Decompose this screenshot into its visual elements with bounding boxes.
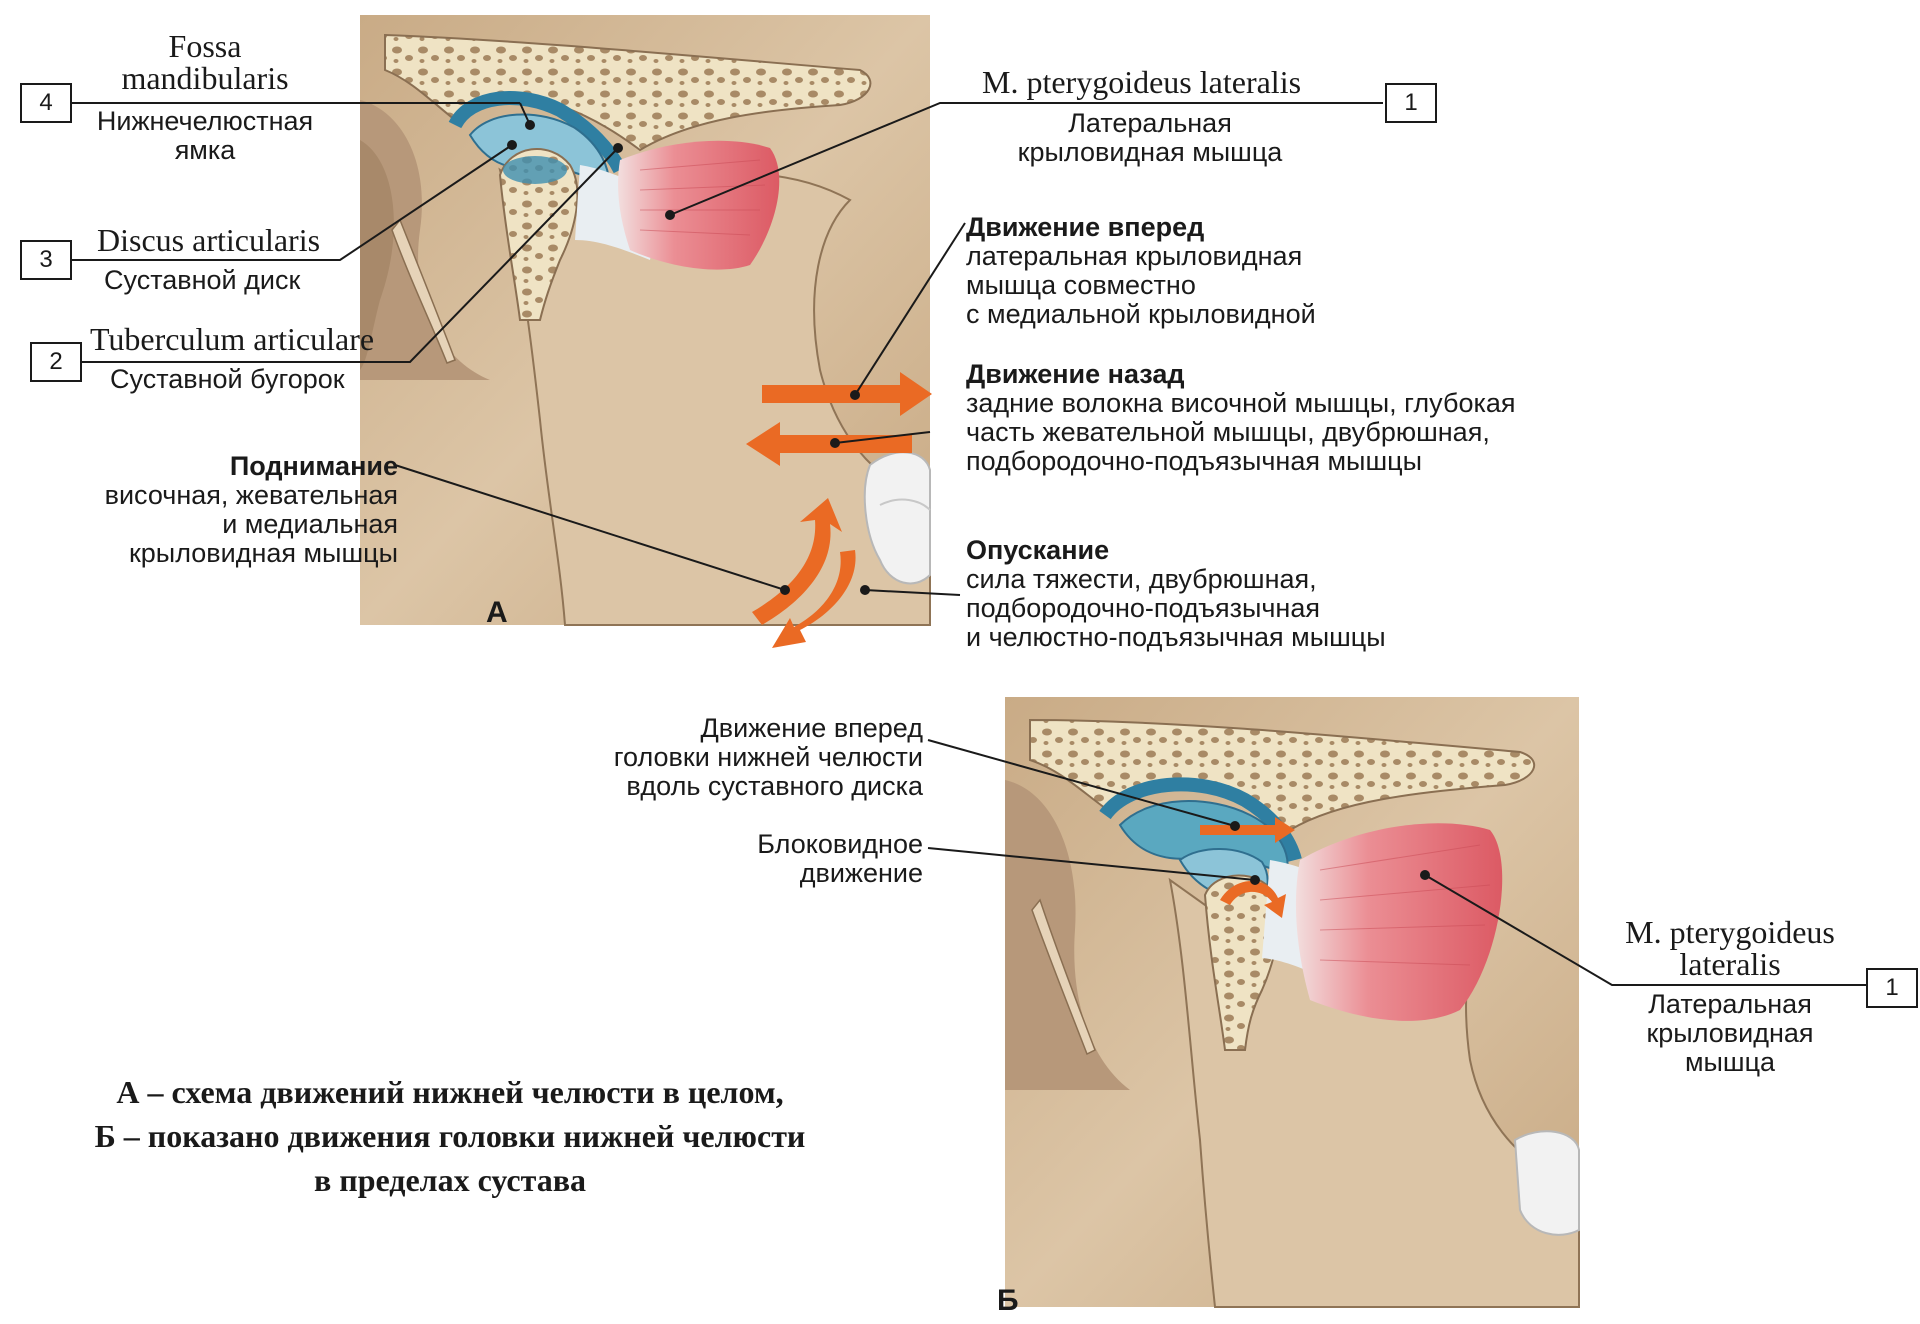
movement-raising-line2: и медиальная bbox=[222, 509, 398, 539]
movement-lowering-title: Опускание bbox=[966, 535, 1110, 565]
caption-line1: А – схема движений нижней челюсти в цело… bbox=[116, 1074, 784, 1110]
fossa-russian: Нижнечелюстная ямка bbox=[75, 107, 335, 165]
panel-a-illustration bbox=[360, 15, 931, 626]
pterygoideus-b-ru-line3: мышца bbox=[1684, 1047, 1776, 1077]
movement-raising: Поднимание височная, жевательная и медиа… bbox=[40, 452, 398, 568]
movement-raising-title: Поднимание bbox=[229, 451, 398, 481]
panel-b-letter: Б bbox=[997, 1284, 1019, 1317]
forward-glide-line3: вдоль суставного диска bbox=[626, 771, 923, 801]
pterygoideus-a-ru-line1: Латеральная bbox=[1068, 108, 1232, 138]
movement-lowering: Опускание сила тяжести, двубрюшная, подб… bbox=[966, 536, 1386, 652]
pterygoideus-b-ru-line1: Латеральная bbox=[1648, 989, 1812, 1019]
movement-forward: Движение вперед латеральная крыловидная … bbox=[966, 213, 1316, 329]
pterygoideus-latin-a: M. pterygoideus lateralis bbox=[982, 64, 1302, 100]
movement-backward-line2: часть жевательной мышцы, двубрюшная, bbox=[966, 417, 1490, 447]
forward-arrow bbox=[762, 372, 932, 416]
pterygoideus-b-latin-line2: lateralis bbox=[1679, 946, 1781, 982]
movement-raising-line1: височная, жевательная bbox=[104, 480, 398, 510]
leader-lines-b bbox=[927, 739, 1890, 986]
movement-lowering-line3: и челюстно-подъязычная мышцы bbox=[966, 622, 1386, 652]
tuberculum-latin: Tuberculum articulare bbox=[90, 321, 375, 357]
movement-forward-line2: мышца совместно bbox=[966, 270, 1196, 300]
movement-backward-title: Движение назад bbox=[966, 359, 1185, 389]
label-number-1-b: 1 bbox=[1866, 968, 1918, 1008]
panel-b-illustration bbox=[1005, 697, 1580, 1308]
hinge-arrow bbox=[1220, 880, 1286, 918]
label-number-1-a: 1 bbox=[1385, 83, 1437, 123]
movement-backward-line3: подбородочно-подъязычная мышцы bbox=[966, 446, 1422, 476]
label-number-4: 4 bbox=[20, 83, 72, 123]
movement-raising-line3: крыловидная мышцы bbox=[128, 538, 398, 568]
backward-arrow bbox=[746, 422, 912, 466]
movement-backward-line1: задние волокна височной мышцы, глубокая bbox=[966, 388, 1516, 418]
figure-caption: А – схема движений нижней челюсти в цело… bbox=[60, 1070, 840, 1202]
tuberculum-russian: Суставной бугорок bbox=[110, 364, 345, 394]
pterygoideus-latin-b: M. pterygoideus lateralis bbox=[1605, 916, 1855, 980]
movement-lowering-line2: подбородочно-подъязычная bbox=[966, 593, 1320, 623]
movement-forward-line3: с медиальной крыловидной bbox=[966, 299, 1316, 329]
movement-forward-line1: латеральная крыловидная bbox=[966, 241, 1303, 271]
fossa-ru-line2: ямка bbox=[174, 135, 236, 165]
pterygoideus-a-ru-line2: крыловидная мышца bbox=[1017, 137, 1283, 167]
hinge-movement-label: Блоковидное движение bbox=[640, 830, 923, 888]
glide-arrow bbox=[1200, 817, 1295, 843]
discus-latin: Discus articularis bbox=[97, 222, 321, 258]
raising-arrow bbox=[752, 498, 842, 625]
label-number-2: 2 bbox=[30, 342, 82, 382]
pterygoideus-b-latin-line1: M. pterygoideus bbox=[1625, 914, 1835, 950]
lowering-arrow bbox=[772, 550, 856, 648]
panel-a-letter: А bbox=[486, 596, 508, 629]
movement-forward-title: Движение вперед bbox=[966, 212, 1205, 242]
label-number-3: 3 bbox=[20, 240, 72, 280]
hinge-line2: движение bbox=[799, 858, 923, 888]
forward-glide-line1: Движение вперед bbox=[700, 713, 923, 743]
caption-line3: в пределах сустава bbox=[313, 1162, 587, 1198]
hinge-line1: Блоковидное bbox=[757, 829, 923, 859]
pterygoideus-russian-a: Латеральная крыловидная мышца bbox=[990, 109, 1310, 167]
movement-arrows-a bbox=[746, 372, 932, 648]
discus-russian: Суставной диск bbox=[104, 265, 301, 295]
fossa-latin: Fossa mandibularis bbox=[90, 30, 320, 94]
leader-lines-a bbox=[70, 102, 1383, 596]
forward-glide-label: Движение вперед головки нижней челюсти в… bbox=[540, 714, 923, 801]
fossa-latin-line1: Fossa bbox=[168, 28, 242, 64]
movement-backward: Движение назад задние волокна височной м… bbox=[966, 360, 1516, 476]
pterygoideus-russian-b: Латеральная крыловидная мышца bbox=[1605, 990, 1855, 1077]
fossa-latin-line2: mandibularis bbox=[121, 60, 289, 96]
movement-lowering-line1: сила тяжести, двубрюшная, bbox=[966, 564, 1317, 594]
fossa-ru-line1: Нижнечелюстная bbox=[96, 106, 314, 136]
caption-line2: Б – показано движения головки нижней чел… bbox=[94, 1118, 806, 1154]
forward-glide-line2: головки нижней челюсти bbox=[613, 742, 923, 772]
pterygoideus-b-ru-line2: крыловидная bbox=[1646, 1018, 1814, 1048]
